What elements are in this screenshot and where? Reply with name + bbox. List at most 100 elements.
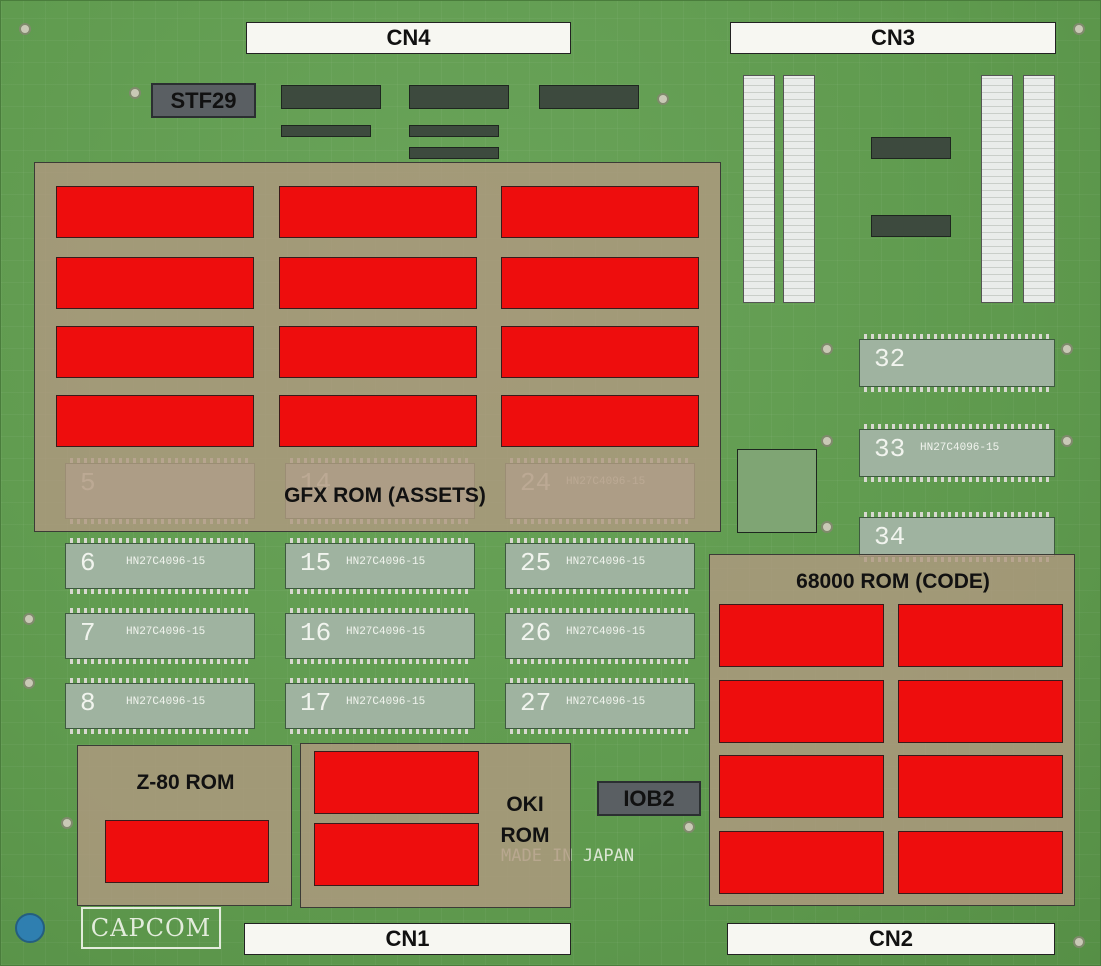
blue-mounting-hole (15, 913, 45, 943)
via (129, 87, 141, 99)
rom-chip-16: 16 HN27C4096-15 (285, 613, 475, 659)
mounting-via (1073, 23, 1085, 35)
chip-number: 7 (80, 618, 96, 648)
rom-chip-32: 32 (859, 339, 1055, 387)
via (23, 613, 35, 625)
rom-chip-6: 6 HN27C4096-15 (65, 543, 255, 589)
via (23, 677, 35, 689)
chip-number: 15 (300, 548, 331, 578)
gfx-rom-chip (279, 395, 477, 447)
code-rom-chip (898, 680, 1063, 743)
code-rom-chip (719, 680, 884, 743)
code-rom-chip (719, 755, 884, 818)
code-rom-region: 68000 ROM (CODE) (709, 554, 1075, 906)
mounting-via (19, 23, 31, 35)
rom-chip-8: 8 HN27C4096-15 (65, 683, 255, 729)
gfx-rom-chip (279, 257, 477, 309)
part-code: HN27C4096-15 (126, 696, 205, 708)
logic-ic (281, 85, 381, 109)
gfx-rom-chip (501, 186, 699, 238)
header-slot (1023, 75, 1055, 303)
oki-rom-title: OKI ROM (485, 792, 565, 848)
code-rom-chip (898, 755, 1063, 818)
chip-number: 25 (520, 548, 551, 578)
via (1061, 343, 1073, 355)
chip-number: 8 (80, 688, 96, 718)
resistor-array (281, 125, 371, 137)
rom-chip-7: 7 HN27C4096-15 (65, 613, 255, 659)
gfx-rom-chip (279, 326, 477, 378)
gfx-rom-chip (56, 395, 254, 447)
rom-chip-17: 17 HN27C4096-15 (285, 683, 475, 729)
gfx-rom-chip (501, 395, 699, 447)
rom-chip-33: 33 HN27C4096-15 (859, 429, 1055, 477)
label-stf29: STF29 (151, 83, 256, 118)
via (821, 435, 833, 447)
connector-cn3: CN3 (730, 22, 1056, 54)
jumper-block (737, 449, 817, 533)
oki-rom-title-line1: OKI (485, 792, 565, 817)
code-rom-chip (719, 604, 884, 667)
gfx-rom-chip (56, 326, 254, 378)
part-code: HN27C4096-15 (126, 556, 205, 568)
gfx-rom-chip (279, 186, 477, 238)
via (1061, 435, 1073, 447)
part-code: HN27C4096-15 (920, 442, 999, 454)
rom-chip-26: 26 HN27C4096-15 (505, 613, 695, 659)
part-code: HN27C4096-15 (346, 556, 425, 568)
part-code: HN27C4096-15 (566, 696, 645, 708)
code-rom-chip (898, 831, 1063, 894)
capcom-logo: CAPCOM (81, 907, 221, 949)
rom-chip-25: 25 HN27C4096-15 (505, 543, 695, 589)
part-code: HN27C4096-15 (346, 626, 425, 638)
chip-number: 6 (80, 548, 96, 578)
gfx-rom-title: GFX ROM (ASSETS) (235, 483, 535, 508)
via (61, 817, 73, 829)
rom-chip-27: 27 HN27C4096-15 (505, 683, 695, 729)
resistor-array (409, 125, 499, 137)
via (657, 93, 669, 105)
part-code: HN27C4096-15 (566, 556, 645, 568)
chip-number: 33 (874, 434, 905, 464)
oki-rom-chip (314, 823, 479, 886)
via (683, 821, 695, 833)
code-rom-chip (898, 604, 1063, 667)
logic-ic (871, 137, 951, 159)
label-iob2: IOB2 (597, 781, 701, 816)
mounting-via (1073, 936, 1085, 948)
oki-rom-chip (314, 751, 479, 814)
gfx-rom-chip (56, 186, 254, 238)
z80-rom-region: Z-80 ROM (77, 745, 292, 906)
via (821, 343, 833, 355)
rom-chip-34: 34 (859, 517, 1055, 557)
chip-number: 27 (520, 688, 551, 718)
code-rom-title: 68000 ROM (CODE) (710, 569, 1076, 594)
logic-ic (871, 215, 951, 237)
gfx-rom-chip (501, 257, 699, 309)
oki-rom-region: OKI ROM (300, 743, 571, 908)
z80-rom-chip (105, 820, 269, 883)
header-slot (743, 75, 775, 303)
connector-cn4: CN4 (246, 22, 571, 54)
part-code: HN27C4096-15 (126, 626, 205, 638)
oki-rom-title-line2: ROM (485, 823, 565, 848)
part-code: HN27C4096-15 (346, 696, 425, 708)
chip-number: 34 (874, 522, 905, 552)
header-slot (981, 75, 1013, 303)
gfx-rom-chip (56, 257, 254, 309)
rom-chip-15: 15 HN27C4096-15 (285, 543, 475, 589)
chip-number: 26 (520, 618, 551, 648)
connector-cn1: CN1 (244, 923, 571, 955)
logic-ic (409, 85, 509, 109)
gfx-rom-region: GFX ROM (ASSETS) (34, 162, 721, 532)
resistor-array (409, 147, 499, 159)
part-code: HN27C4096-15 (566, 626, 645, 638)
gfx-rom-chip (501, 326, 699, 378)
logic-ic (539, 85, 639, 109)
chip-number: 32 (874, 344, 905, 374)
z80-rom-title: Z-80 ROM (78, 770, 293, 795)
code-rom-chip (719, 831, 884, 894)
chip-number: 17 (300, 688, 331, 718)
header-slot (783, 75, 815, 303)
